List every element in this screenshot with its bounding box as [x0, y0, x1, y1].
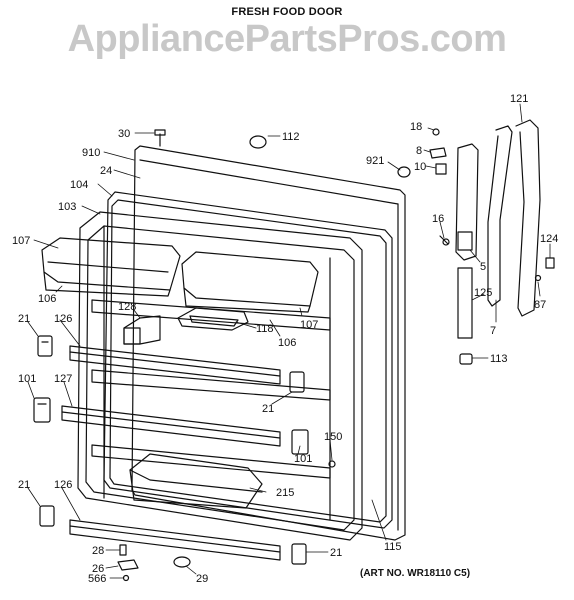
dairy-bin-left — [41, 237, 181, 297]
callout-104: 104 — [70, 179, 88, 191]
shelf-bar-127 — [61, 405, 281, 447]
door-outer-panel — [131, 145, 406, 541]
shelf-cap-21-lower-left — [39, 505, 55, 527]
plug-112 — [249, 135, 267, 149]
callout-125: 125 — [474, 287, 492, 299]
part-18 — [432, 128, 440, 136]
callout-566: 566 — [88, 573, 106, 585]
bottom-bin-215 — [129, 453, 263, 509]
callout-18: 18 — [410, 121, 422, 133]
callout-24: 24 — [100, 165, 112, 177]
handle-125 — [457, 267, 473, 339]
bracket-128 — [123, 315, 161, 345]
callout-112: 112 — [282, 131, 300, 143]
part-124 — [545, 257, 555, 269]
callout-21-upper-left: 21 — [18, 313, 30, 325]
shelf-support-101-right — [291, 429, 309, 455]
shelf-cap-21-upper-left — [37, 335, 53, 357]
callout-7: 7 — [490, 325, 496, 337]
part-29 — [173, 556, 191, 568]
callout-124: 124 — [540, 233, 558, 245]
art-number: (ART NO. WR18110 C5) — [360, 568, 471, 579]
small-tray — [177, 307, 249, 331]
shelf-bar-126-lower — [69, 519, 281, 561]
callout-921: 921 — [366, 155, 384, 167]
leader-lines — [27, 103, 551, 579]
part-921 — [397, 166, 411, 178]
callout-28: 28 — [92, 545, 104, 557]
callout-21-bottom-right: 21 — [330, 547, 342, 559]
callout-106-left: 106 — [38, 293, 56, 305]
plate-26 — [117, 559, 139, 571]
screw-150 — [328, 460, 336, 468]
callout-26: 26 — [92, 563, 104, 575]
watermark-logo: AppliancePartsPros.com — [67, 18, 507, 60]
callout-126-lower: 126 — [54, 479, 72, 491]
callout-labels: 30 112 910 24 104 103 107 106 128 118 10… — [12, 93, 558, 585]
shelf-support-101-left — [33, 397, 51, 423]
door-inner-liner — [77, 211, 363, 541]
callout-910: 910 — [82, 147, 100, 159]
shelf-rails — [91, 299, 331, 479]
callout-101-left: 101 — [18, 373, 36, 385]
callout-127: 127 — [54, 373, 72, 385]
callout-16: 16 — [432, 213, 444, 225]
callout-29: 29 — [196, 573, 208, 585]
callout-121: 121 — [510, 93, 528, 105]
shelf-cap-21-bottom-right — [291, 543, 307, 565]
callout-118: 118 — [256, 323, 274, 335]
door-gasket — [103, 191, 393, 529]
handle-121 — [515, 119, 541, 317]
callout-101-right: 101 — [294, 453, 312, 465]
part-10 — [435, 163, 447, 175]
clip-113 — [459, 353, 473, 365]
callout-103: 103 — [58, 201, 76, 213]
screw-16 — [439, 235, 450, 246]
callout-107-right: 107 — [300, 319, 318, 331]
hinge-bracket-5 — [455, 143, 479, 261]
callout-21-lower-left: 21 — [18, 479, 30, 491]
callout-113: 113 — [490, 353, 508, 365]
diagram-title: FRESH FOOD DOOR — [231, 6, 343, 18]
part-28 — [119, 544, 127, 556]
callout-115: 115 — [384, 541, 402, 553]
callout-30: 30 — [118, 128, 130, 140]
shelf-bar-126-upper — [69, 345, 281, 385]
callout-21-upper-right: 21 — [262, 403, 274, 415]
callout-10: 10 — [414, 161, 426, 173]
callout-107-left: 107 — [12, 235, 30, 247]
dairy-bin-right — [181, 251, 319, 313]
callout-87: 87 — [534, 299, 546, 311]
callout-150: 150 — [324, 431, 342, 443]
callout-8: 8 — [416, 145, 422, 157]
callout-5: 5 — [480, 261, 486, 273]
callout-126-upper: 126 — [54, 313, 72, 325]
callout-128: 128 — [118, 301, 136, 313]
screw-87 — [534, 274, 542, 282]
screw-30 — [154, 129, 166, 147]
callout-215: 215 — [276, 487, 294, 499]
callout-106-right: 106 — [278, 337, 296, 349]
handle-trim-7 — [487, 125, 513, 307]
part-8 — [429, 147, 447, 159]
shelf-cap-21-upper-right — [289, 371, 305, 393]
